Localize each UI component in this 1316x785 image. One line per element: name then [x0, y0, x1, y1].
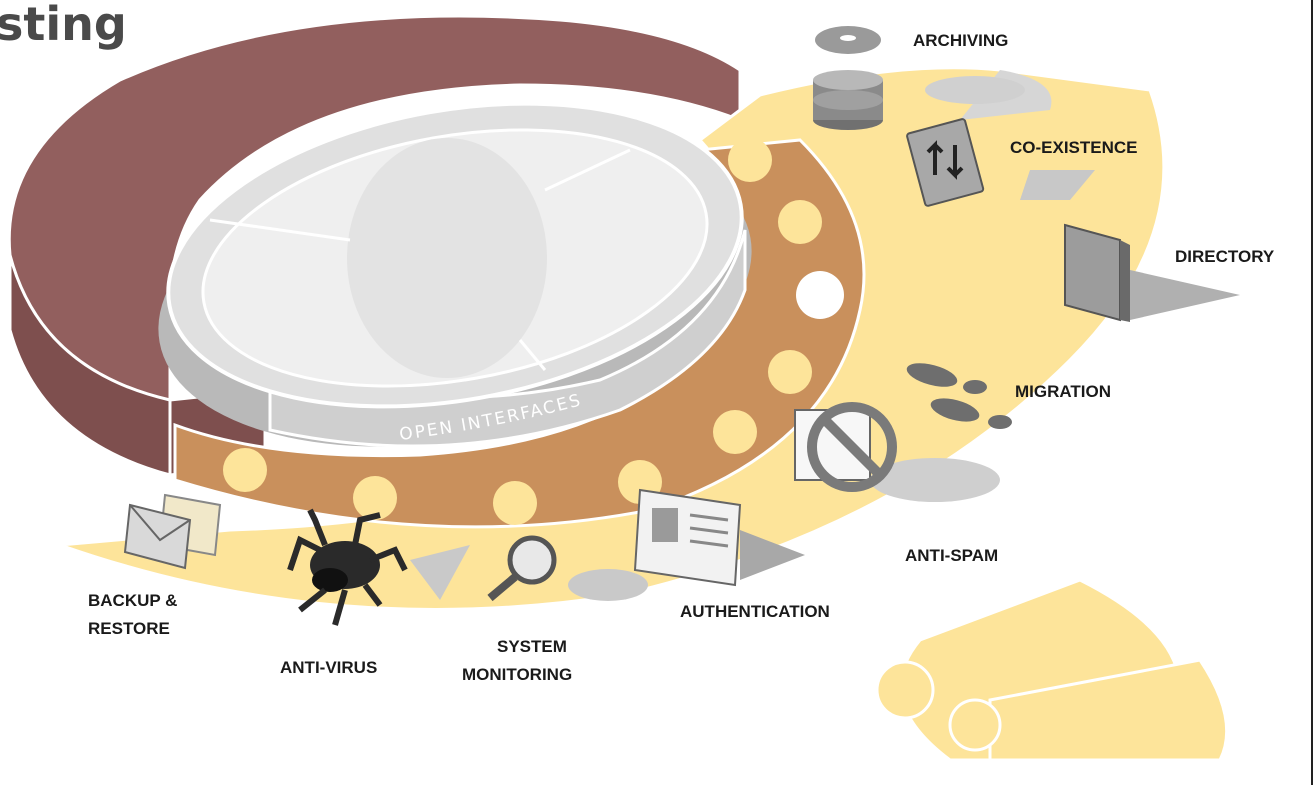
envelopes-icon: [123, 493, 222, 570]
magnifier-icon: [487, 535, 648, 602]
right-border-line: [1311, 0, 1313, 785]
footprints-icon: [906, 363, 1012, 429]
binder-book-icon: [1064, 223, 1240, 322]
id-card-icon: [633, 488, 805, 587]
backup-label-line1: BACKUP &: [88, 591, 177, 610]
backup-label-line2: RESTORE: [88, 619, 170, 638]
migration-label: MIGRATION: [1015, 382, 1111, 401]
system-monitoring-label-line1: SYSTEM: [497, 637, 567, 656]
detached-puzzle-pieces: [875, 578, 1229, 762]
antivirus-label: ANTI-VIRUS: [280, 658, 377, 677]
page-title-fragment: sting: [0, 0, 127, 51]
antispam-label: ANTI-SPAM: [905, 546, 998, 565]
two-way-arrows-sign-icon: [906, 118, 1095, 207]
disk-stack-icon: [813, 26, 1025, 130]
open-interfaces-platform: OPEN INTERFACES: [158, 101, 752, 448]
authentication-label: AUTHENTICATION: [680, 602, 830, 621]
archiving-label: ARCHIVING: [913, 31, 1008, 50]
coexistence-label: CO-EXISTENCE: [1010, 138, 1138, 157]
no-mail-icon: [794, 402, 1000, 502]
system-monitoring-label-line2: MONITORING: [462, 665, 572, 684]
tan-puzzle-ring: [173, 138, 866, 529]
directory-label: DIRECTORY: [1175, 247, 1275, 266]
spider-bug-icon: [287, 508, 470, 626]
